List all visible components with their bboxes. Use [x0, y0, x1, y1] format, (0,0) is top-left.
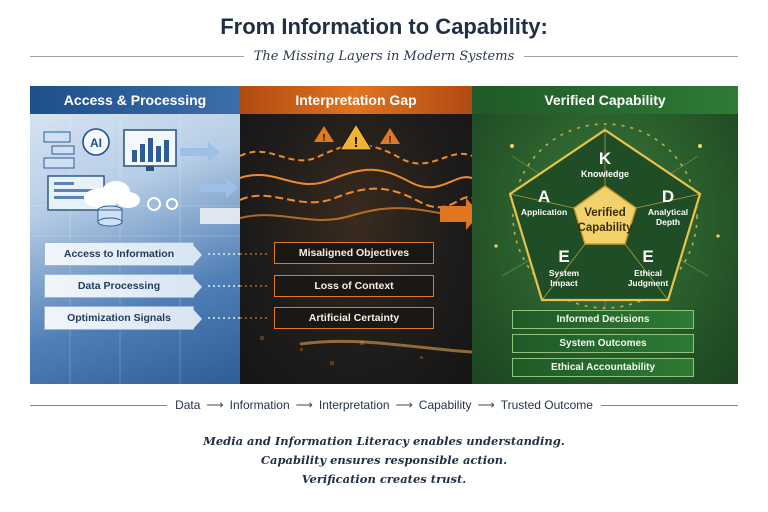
svg-text:!: !	[388, 135, 391, 146]
window-icons	[43, 131, 75, 169]
arrow-right-icon: ⟶	[206, 398, 224, 412]
flow-step: Trusted Outcome	[500, 398, 593, 412]
node-e1-letter: E	[558, 247, 569, 266]
divider	[524, 55, 739, 57]
node-e1-label-2: Impact	[550, 278, 578, 288]
item-misaligned-objectives: Misaligned Objectives	[274, 242, 434, 264]
arrow-right-icon	[440, 198, 472, 230]
flow-step: Information	[229, 398, 290, 412]
node-e2-label-1: Ethical	[634, 268, 662, 278]
node-k-letter: K	[599, 149, 612, 168]
page-title: From Information to Capability:	[220, 14, 548, 39]
item-data-processing: Data Processing	[44, 274, 202, 298]
center-label-line-1: Verified	[584, 207, 626, 219]
left-illustration: AI	[30, 114, 240, 384]
svg-text:!: !	[322, 133, 325, 144]
arrow-right-icon: ⟶	[395, 398, 413, 412]
divider	[30, 55, 244, 57]
item-informed-decisions: Informed Decisions	[512, 310, 694, 329]
big-arrow-icon	[200, 208, 240, 224]
center-label-line-2: Capability	[578, 222, 634, 234]
node-e2-letter: E	[642, 247, 653, 266]
flow-step: Data	[175, 398, 201, 412]
node-e1-label-1: System	[549, 268, 580, 278]
subtitle-row: The Missing Layers in Modern Systems	[30, 46, 739, 66]
node-d-letter: D	[662, 187, 674, 206]
wave-lines	[240, 144, 472, 221]
note-line: Media and Information Literacy enables u…	[203, 434, 565, 448]
item-access-to-information: Access to Information	[44, 242, 202, 266]
warning-icon: !	[338, 122, 374, 151]
arrow-right-icon: ⟶	[295, 398, 313, 412]
node-a-label: Application	[521, 207, 567, 217]
item-system-outcomes: System Outcomes	[512, 334, 694, 353]
item-loss-of-context: Loss of Context	[274, 275, 434, 297]
item-artificial-certainty: Artificial Certainty	[274, 307, 434, 329]
page-subtitle: The Missing Layers in Modern Systems	[253, 48, 515, 64]
glow-arrow-icon	[299, 339, 472, 354]
gear-icon	[147, 197, 178, 211]
flow-step: Interpretation	[318, 398, 390, 412]
middle-illustration: ! ! !	[240, 122, 472, 365]
divider	[600, 404, 739, 406]
item-ethical-accountability: Ethical Accountability	[512, 358, 694, 377]
pentagon-diagram: Verified Capability K Knowledge A Applic…	[494, 123, 720, 322]
chart-monitor-icon	[123, 129, 177, 171]
inner-pentagon	[573, 185, 637, 245]
panel-access-processing: AI	[30, 86, 240, 384]
arrow-right-icon: ⟶	[477, 398, 495, 412]
node-e2-label-2: Judgment	[628, 278, 669, 288]
notes: Media and Information Literacy enables u…	[0, 432, 768, 489]
panel-header-verified: Verified Capability	[472, 86, 738, 114]
note-line: Capability ensures responsible action.	[260, 453, 508, 467]
panel-header-gap: Interpretation Gap	[240, 86, 472, 114]
node-a-letter: A	[538, 187, 550, 206]
arrow-right-icon	[180, 142, 238, 198]
node-k-label: Knowledge	[581, 169, 629, 179]
database-icon	[97, 205, 123, 227]
node-d-label-2: Depth	[656, 217, 680, 227]
ai-icon: AI	[82, 128, 110, 156]
ai-badge-text: AI	[90, 136, 102, 150]
note-line: Verification creates trust.	[301, 472, 467, 486]
item-optimization-signals: Optimization Signals	[44, 306, 202, 330]
connectors	[240, 253, 270, 319]
svg-text:!: !	[354, 134, 359, 151]
panel-header-access: Access & Processing	[30, 86, 240, 114]
panel-verified-capability: Verified Capability K Knowledge A Applic…	[472, 86, 738, 384]
node-d-label-1: Analytical	[648, 207, 688, 217]
flow-sequence: Data ⟶ Information ⟶ Interpretation ⟶ Ca…	[175, 398, 593, 412]
panel-interpretation-gap: ! ! ! Interpretation Gap Misaligned Obje…	[240, 86, 472, 384]
connectors	[208, 253, 240, 319]
flow-row: Data ⟶ Information ⟶ Interpretation ⟶ Ca…	[30, 396, 739, 414]
panels: AI	[30, 86, 738, 384]
flow-step: Capability	[418, 398, 472, 412]
warning-icon: !	[380, 128, 400, 146]
divider	[30, 404, 168, 406]
warning-icon: !	[314, 126, 334, 144]
cloud-icon	[84, 181, 140, 208]
